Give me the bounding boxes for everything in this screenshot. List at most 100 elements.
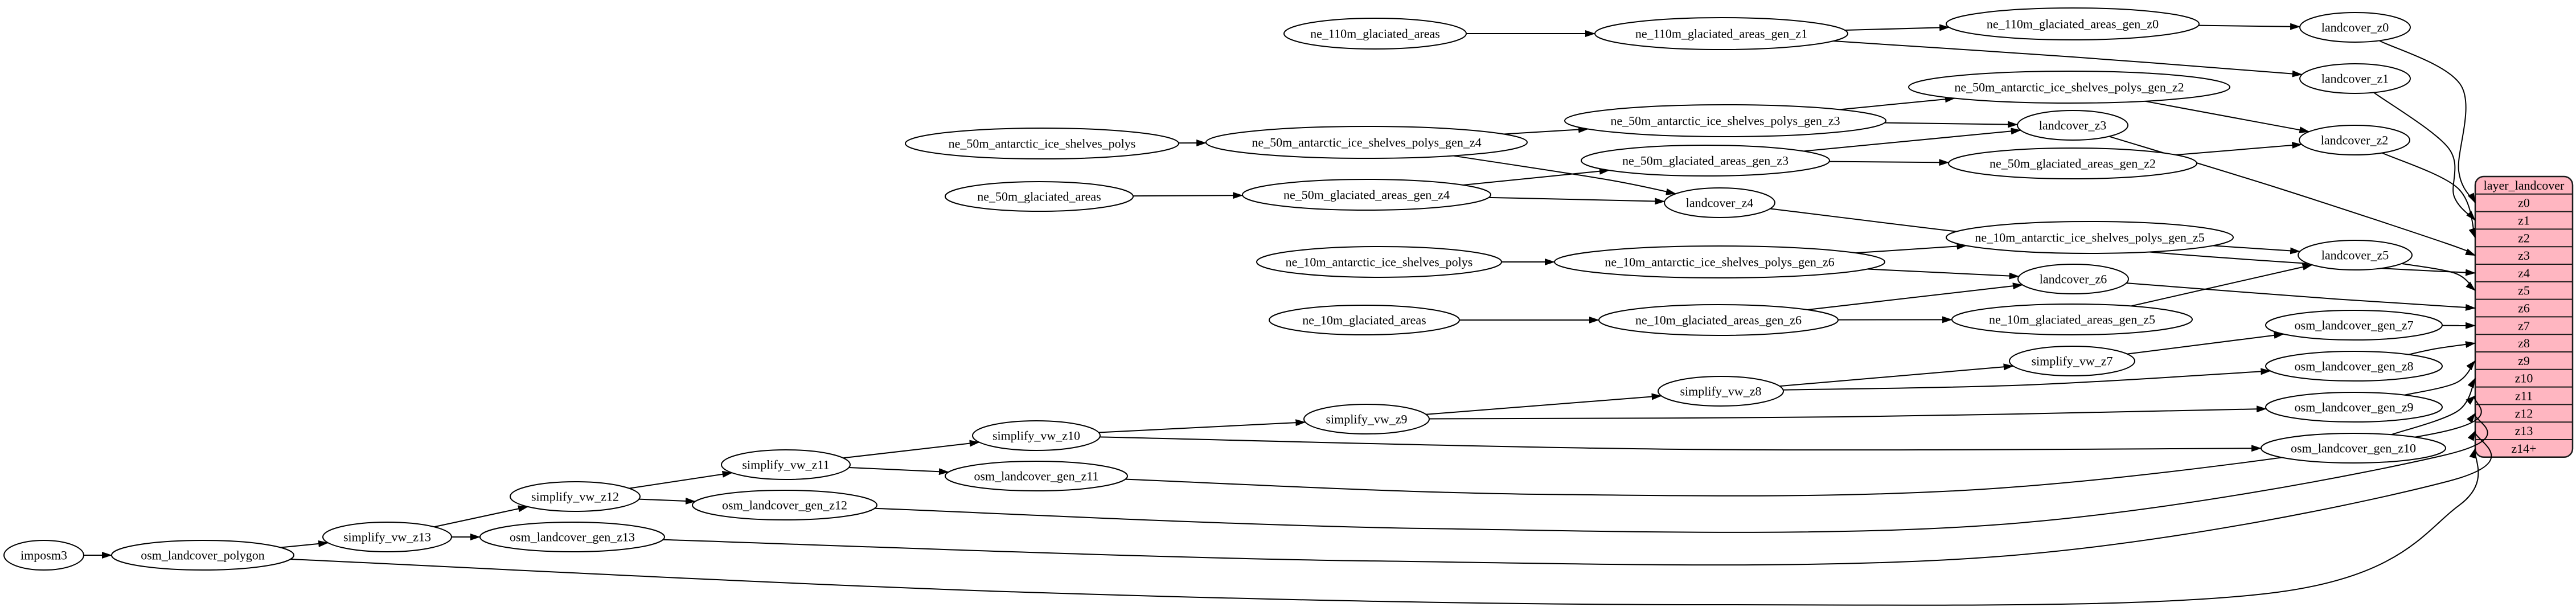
node-ne_110m_glaciated_areas_gen_z0: ne_110m_glaciated_areas_gen_z0 [1946,7,2200,40]
edge-ne_110m_glaciated_areas_gen_z0-to-landcover_z0 [2198,23,2301,30]
node-osm_landcover_polygon: osm_landcover_polygon [111,540,294,571]
edge-ne_50m_glaciated_areas_gen_z3-to-ne_50m_glaciated_areas_gen_z2 [1829,159,1950,166]
edge-simplify_vw_z12-to-osm_landcover_gen_z12 [639,497,696,505]
node-ellipse-landcover_z5 [2298,240,2413,270]
table-row-z5: z5 [2518,284,2530,298]
edge-osm_landcover_gen_z11-to-layer_z11 [1125,395,2482,497]
node-ellipse-ne_110m_glaciated_areas_gen_z0 [1946,7,2200,40]
edge-osm_landcover_polygon-to-layer_z14+ [290,448,2479,606]
edge-ne_50m_glaciated_areas_gen_z2-to-landcover_z2 [2176,142,2303,155]
node-label-landcover_z6: landcover_z6 [2040,272,2107,286]
edge-simplify_vw_z11-to-simplify_vw_z10 [843,440,980,459]
table-row-z1: z1 [2518,214,2530,228]
node-label-osm_landcover_gen_z9: osm_landcover_gen_z9 [2295,400,2414,415]
node-ne_10m_glaciated_areas_gen_z6: ne_10m_glaciated_areas_gen_z6 [1598,304,1839,336]
edge-ne_50m_glaciated_areas_gen_z4-to-ne_50m_glaciated_areas_gen_z3 [1462,167,1610,186]
node-label-ne_50m_glaciated_areas_gen_z2: ne_50m_glaciated_areas_gen_z2 [1990,157,2156,171]
node-label-ne_10m_antarctic_ice_shelves_polys_gen_z6: ne_10m_antarctic_ice_shelves_polys_gen_z… [1605,255,1834,269]
node-ellipse-osm_landcover_polygon [111,540,294,571]
node-label-ne_50m_antarctic_ice_shelves_polys_gen_z2: ne_50m_antarctic_ice_shelves_polys_gen_z… [1954,80,2184,95]
node-ellipse-simplify_vw_z8 [1658,376,1784,407]
edge-ne_50m_antarctic_ice_shelves_polys_gen_z4-to-ne_50m_antarctic_ice_shelves_polys_gen_z3 [1503,126,1589,135]
edge-ne_110m_glaciated_areas_gen_z1-to-ne_110m_glaciated_areas_gen_z0 [1844,24,1950,31]
node-label-ne_10m_antarctic_ice_shelves_polys_gen_z5: ne_10m_antarctic_ice_shelves_polys_gen_z… [1975,231,2204,245]
node-imposm3: imposm3 [3,540,84,571]
node-ellipse-ne_50m_antarctic_ice_shelves_polys_gen_z3 [1564,104,1886,137]
node-ellipse-ne_10m_antarctic_ice_shelves_polys_gen_z6 [1554,245,1885,278]
node-landcover_z6: landcover_z6 [2017,264,2129,294]
node-label-simplify_vw_z12: simplify_vw_z12 [531,490,619,504]
node-label-simplify_vw_z8: simplify_vw_z8 [1680,384,1762,399]
node-ne_10m_antarctic_ice_shelves_polys_gen_z5: ne_10m_antarctic_ice_shelves_polys_gen_z… [1946,221,2234,254]
node-osm_landcover_gen_z13: osm_landcover_gen_z13 [479,522,665,552]
node-ellipse-ne_50m_glaciated_areas [945,181,1134,212]
node-ellipse-simplify_vw_z11 [721,449,851,480]
node-ellipse-simplify_vw_z13 [322,522,452,552]
node-ellipse-landcover_z4 [1664,187,1775,218]
edge-osm_landcover_gen_z9-to-layer_z9 [2404,360,2476,396]
node-landcover_z3: landcover_z3 [2017,110,2128,141]
node-ne_50m_glaciated_areas: ne_50m_glaciated_areas [945,181,1134,212]
node-ellipse-simplify_vw_z7 [2009,346,2135,376]
edge-osm_landcover_polygon-to-simplify_vw_z13 [280,540,329,548]
node-label-osm_landcover_gen_z8: osm_landcover_gen_z8 [2295,359,2414,374]
node-ellipse-landcover_z2 [2299,125,2410,155]
node-simplify_vw_z8: simplify_vw_z8 [1658,376,1784,407]
node-ellipse-simplify_vw_z12 [510,481,641,512]
node-label-ne_10m_glaciated_areas_gen_z6: ne_10m_glaciated_areas_gen_z6 [1635,313,1802,327]
node-label-landcover_z1: landcover_z1 [2321,72,2389,86]
node-ellipse-osm_landcover_gen_z12 [692,490,877,520]
node-ellipse-ne_10m_glaciated_areas [1269,305,1460,335]
node-ellipse-landcover_z3 [2017,110,2128,141]
node-ellipse-landcover_z0 [2299,12,2411,43]
node-label-osm_landcover_gen_z13: osm_landcover_gen_z13 [510,530,635,544]
node-label-landcover_z3: landcover_z3 [2039,118,2107,133]
node-label-ne_10m_antarctic_ice_shelves_polys: ne_10m_antarctic_ice_shelves_polys [1286,255,1473,269]
node-label-ne_50m_antarctic_ice_shelves_polys_gen_z4: ne_50m_antarctic_ice_shelves_polys_gen_z… [1252,136,1481,150]
edge-ne_50m_antarctic_ice_shelves_polys_gen_z2-to-landcover_z2 [2144,100,2310,133]
table-header-label: layer_landcover [2484,178,2565,192]
node-osm_landcover_gen_z8: osm_landcover_gen_z8 [2265,351,2443,382]
edge-landcover_z4-to-layer_z4 [1770,208,2476,276]
node-ellipse-ne_50m_antarctic_ice_shelves_polys_gen_z2 [1908,71,2230,104]
node-label-ne_50m_glaciated_areas_gen_z4: ne_50m_glaciated_areas_gen_z4 [1283,188,1450,202]
node-ellipse-landcover_z1 [2299,63,2411,94]
node-ne_50m_antarctic_ice_shelves_polys_gen_z2: ne_50m_antarctic_ice_shelves_polys_gen_z… [1908,71,2230,104]
edge-simplify_vw_z9-to-osm_landcover_gen_z9 [1429,405,2267,420]
node-ellipse-ne_110m_glaciated_areas [1283,18,1467,50]
table-row-z13: z13 [2515,424,2533,438]
edge-simplify_vw_z10-to-osm_landcover_gen_z10 [1100,436,2262,452]
node-ne_50m_antarctic_ice_shelves_polys: ne_50m_antarctic_ice_shelves_polys [905,128,1179,159]
edge-simplify_vw_z13-to-simplify_vw_z12 [434,505,529,528]
node-label-osm_landcover_gen_z7: osm_landcover_gen_z7 [2295,318,2414,333]
edge-ne_10m_antarctic_ice_shelves_polys_gen_z5-to-landcover_z5 [2213,245,2301,255]
edge-ne_10m_antarctic_ice_shelves_polys_gen_z6-to-landcover_z6 [1867,268,2020,280]
node-label-ne_110m_glaciated_areas: ne_110m_glaciated_areas [1310,27,1440,41]
edge-landcover_z6-to-layer_z6 [2126,282,2476,311]
node-label-simplify_vw_z7: simplify_vw_z7 [2032,354,2113,368]
node-ellipse-ne_10m_glaciated_areas_gen_z6 [1598,304,1839,336]
node-label-osm_landcover_gen_z10: osm_landcover_gen_z10 [2291,441,2416,456]
node-ne_10m_antarctic_ice_shelves_polys: ne_10m_antarctic_ice_shelves_polys [1256,246,1502,278]
node-ellipse-simplify_vw_z10 [972,420,1101,451]
table-row-z6: z6 [2518,301,2530,315]
node-osm_landcover_gen_z10: osm_landcover_gen_z10 [2261,433,2446,464]
node-landcover_z5: landcover_z5 [2298,240,2413,270]
node-ellipse-osm_landcover_gen_z8 [2265,351,2443,382]
node-ne_110m_glaciated_areas: ne_110m_glaciated_areas [1283,18,1467,50]
node-simplify_vw_z12: simplify_vw_z12 [510,481,641,512]
node-ellipse-ne_50m_glaciated_areas_gen_z4 [1242,179,1491,211]
node-label-simplify_vw_z11: simplify_vw_z11 [742,458,829,472]
node-simplify_vw_z13: simplify_vw_z13 [322,522,452,552]
node-ellipse-ne_10m_antarctic_ice_shelves_polys [1256,246,1502,278]
node-simplify_vw_z11: simplify_vw_z11 [721,449,851,480]
node-ellipse-osm_landcover_gen_z10 [2261,433,2446,464]
node-ellipse-ne_10m_glaciated_areas_gen_z5 [1951,304,2193,335]
edge-landcover_z0-to-layer_z0 [2379,40,2476,204]
node-label-ne_110m_glaciated_areas_gen_z1: ne_110m_glaciated_areas_gen_z1 [1635,27,1807,41]
node-ellipse-ne_50m_glaciated_areas_gen_z3 [1581,145,1830,177]
node-ellipse-osm_landcover_gen_z13 [479,522,665,552]
table-row-z8: z8 [2518,336,2530,350]
edge-landcover_z1-to-layer_z1 [2373,92,2476,221]
